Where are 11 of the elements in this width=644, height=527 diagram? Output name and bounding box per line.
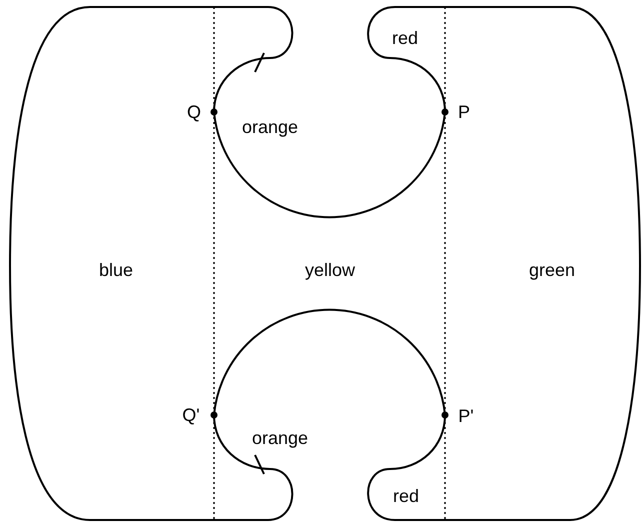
region-label: Q [187,103,201,121]
region-label: red [392,29,418,47]
region-label: P [458,103,470,121]
region-label: blue [98,261,134,279]
region-label: yellow [304,261,356,279]
region-label: green [528,261,576,279]
region-label: P' [458,407,474,425]
region-label: Q' [182,406,200,424]
region-label: orange [242,118,298,136]
region-label: red [393,487,419,505]
region-label: orange [252,429,308,447]
